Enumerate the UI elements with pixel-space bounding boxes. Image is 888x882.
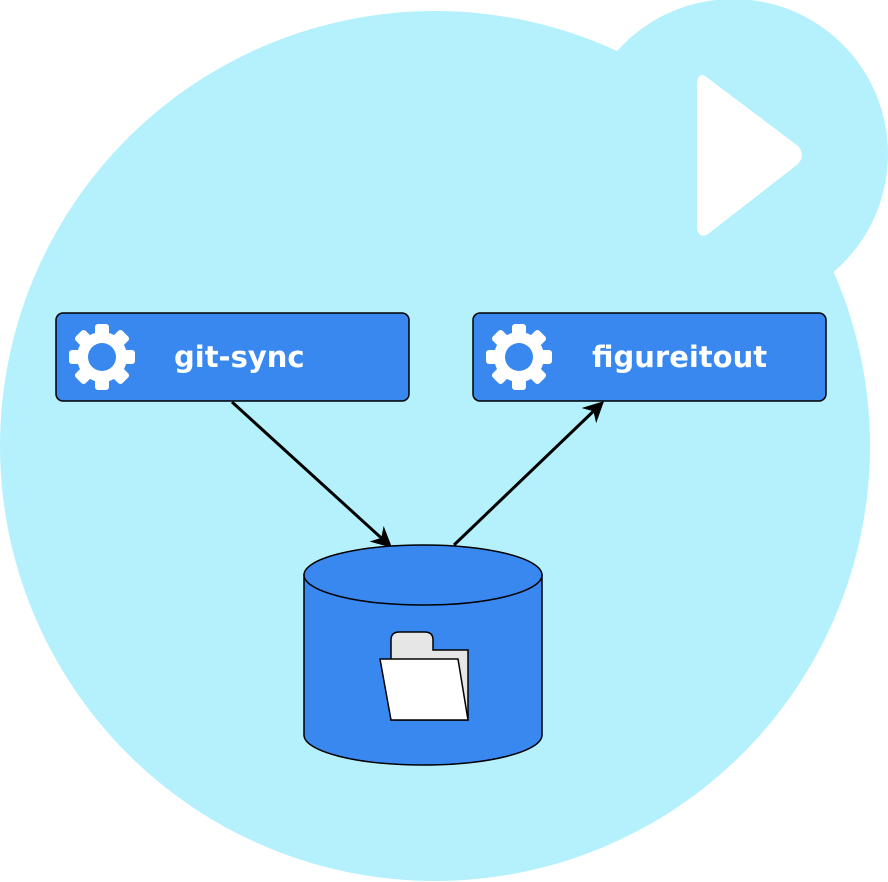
- node-label-git-sync: git-sync: [174, 340, 305, 374]
- play-icon: [697, 75, 802, 236]
- folder-icon: [379, 631, 469, 721]
- gear-icon: [486, 324, 552, 390]
- node-git-sync[interactable]: [55, 312, 410, 402]
- node-label-figureitout: figureitout: [592, 340, 768, 374]
- edge-volume-to-figureitout: [452, 401, 605, 547]
- node-volume[interactable]: [303, 544, 543, 766]
- gear-icon: [69, 324, 135, 390]
- edge-git-sync-to-volume: [230, 400, 393, 548]
- node-figureitout[interactable]: [472, 312, 827, 402]
